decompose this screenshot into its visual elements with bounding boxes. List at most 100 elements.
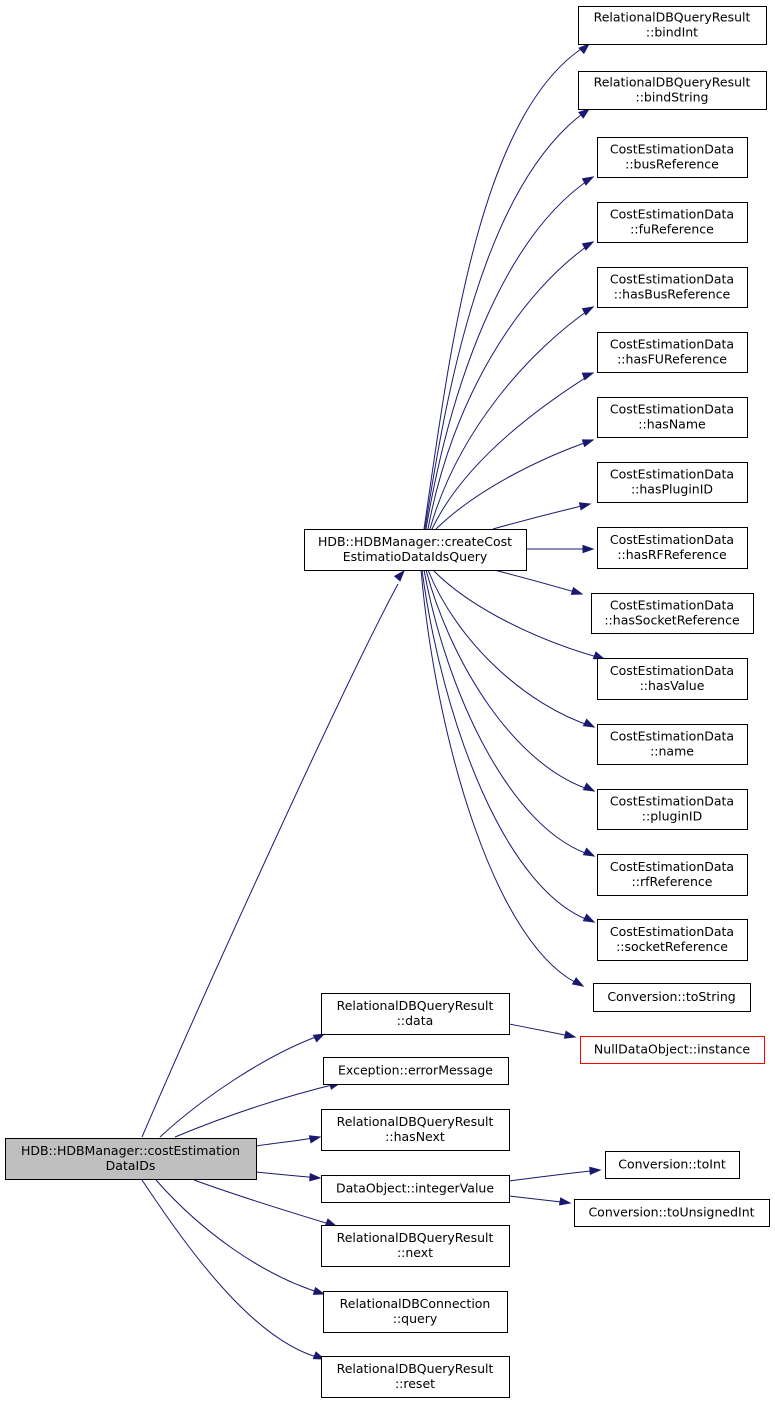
node-name[interactable]: CostEstimationData::name	[597, 724, 748, 765]
edge-create-to-socketReference	[421, 569, 596, 923]
node-label: ::bindString	[636, 90, 709, 105]
node-label: ::hasNext	[385, 1129, 445, 1144]
node-toUnsignedInt[interactable]: Conversion::toUnsignedInt	[574, 1199, 770, 1227]
arrow-head	[558, 1197, 572, 1206]
arrow-head	[578, 502, 592, 511]
node-data[interactable]: RelationalDBQueryResult::data	[321, 993, 510, 1035]
node-hasBusReference[interactable]: CostEstimationData::hasBusReference	[597, 267, 748, 308]
node-box	[574, 1199, 770, 1227]
edge-line	[492, 503, 591, 530]
arrow-head	[309, 1173, 322, 1182]
node-errorMessage[interactable]: Exception::errorMessage	[323, 1057, 509, 1085]
edge-line	[423, 569, 595, 857]
edge-line	[493, 569, 583, 595]
node-label: ::fuReference	[630, 222, 714, 237]
node-box	[593, 983, 751, 1012]
nodes-layer: HDB::HDBManager::costEstimationDataIDsHD…	[5, 6, 770, 1398]
node-box	[321, 1225, 510, 1267]
arrow-head	[578, 42, 591, 55]
node-label: CostEstimationData	[610, 207, 734, 222]
node-bindInt[interactable]: RelationalDBQueryResult::bindInt	[578, 6, 767, 45]
node-hasValue[interactable]: CostEstimationData::hasValue	[597, 658, 748, 700]
node-box	[597, 267, 748, 308]
node-pluginID[interactable]: CostEstimationData::pluginID	[597, 789, 748, 830]
node-box	[597, 202, 748, 243]
node-label: ::reset	[395, 1376, 435, 1391]
node-query[interactable]: RelationalDBConnection::query	[323, 1291, 508, 1333]
edge-line	[141, 583, 399, 1138]
node-hasPluginID[interactable]: CostEstimationData::hasPluginID	[597, 462, 748, 503]
node-label: ::data	[397, 1013, 434, 1028]
node-label: ::busReference	[625, 157, 719, 172]
edge-root-to-query	[155, 1179, 326, 1295]
edge-create-to-bindInt	[423, 42, 591, 530]
node-fuReference[interactable]: CostEstimationData::fuReference	[597, 202, 748, 243]
arrow-head	[581, 176, 595, 186]
edge-line	[427, 241, 594, 530]
node-hasName[interactable]: CostEstimationData::hasName	[597, 397, 748, 438]
arrow-head	[570, 586, 584, 595]
node-toInt[interactable]: Conversion::toInt	[605, 1151, 740, 1179]
node-box	[597, 332, 748, 373]
node-create[interactable]: HDB::HDBManager::createCostEstimatioData…	[304, 529, 527, 571]
node-busReference[interactable]: CostEstimationData::busReference	[597, 137, 748, 178]
node-box	[597, 919, 748, 961]
node-hasNext[interactable]: RelationalDBQueryResult::hasNext	[321, 1109, 510, 1151]
node-label: ::hasName	[638, 417, 706, 432]
arrow-head	[589, 1166, 602, 1175]
node-reset[interactable]: RelationalDBQueryResult::reset	[321, 1356, 510, 1398]
node-rfReference[interactable]: CostEstimationData::rfReference	[597, 854, 748, 896]
node-integerValue[interactable]: DataObject::integerValue	[321, 1175, 510, 1203]
node-bindString[interactable]: RelationalDBQueryResult::bindString	[578, 71, 767, 110]
node-label: CostEstimationData	[610, 794, 734, 809]
node-label: RelationalDBQueryResult	[337, 1361, 494, 1376]
edge-root-to-data	[159, 1033, 326, 1138]
node-next[interactable]: RelationalDBQueryResult::next	[321, 1225, 510, 1267]
node-box	[321, 1175, 510, 1203]
edge-data-to-nullInstance	[508, 1023, 577, 1039]
arrow-head	[324, 1218, 338, 1227]
arrow-head	[581, 372, 595, 381]
node-label: ::hasValue	[640, 678, 705, 693]
arrow-head	[582, 913, 596, 923]
node-box	[580, 1036, 765, 1064]
edge-root-to-create	[141, 569, 405, 1138]
node-box	[304, 529, 527, 571]
edge-line	[174, 1082, 341, 1138]
node-label: ::hasBusReference	[614, 287, 731, 302]
node-label: RelationalDBQueryResult	[337, 1230, 494, 1245]
edge-line	[427, 569, 595, 728]
node-hasSocketReference[interactable]: CostEstimationData::hasSocketReference	[591, 593, 754, 634]
node-label: ::pluginID	[642, 809, 702, 824]
node-label: CostEstimationData	[610, 598, 734, 613]
node-label: EstimatioDataIdsQuery	[343, 549, 488, 564]
edge-line	[425, 176, 594, 530]
edge-create-to-hasFUReference	[431, 372, 595, 530]
node-label: CostEstimationData	[610, 859, 734, 874]
edge-line	[508, 1169, 601, 1182]
arrow-head	[581, 306, 595, 316]
edge-line	[423, 43, 590, 530]
node-label: ::bindInt	[646, 25, 698, 40]
node-box	[321, 993, 510, 1035]
arrow-head	[563, 1030, 577, 1039]
node-box	[323, 1291, 508, 1333]
node-label: ::hasRFReference	[617, 547, 727, 562]
node-box	[321, 1356, 510, 1398]
node-hasFUReference[interactable]: CostEstimationData::hasFUReference	[597, 332, 748, 373]
node-box	[597, 527, 748, 569]
node-nullInstance[interactable]: NullDataObject::instance	[580, 1036, 765, 1064]
node-socketReference[interactable]: CostEstimationData::socketReference	[597, 919, 748, 961]
node-hasRFReference[interactable]: CostEstimationData::hasRFReference	[597, 527, 748, 569]
node-box	[578, 6, 767, 45]
edge-create-to-rfReference	[423, 569, 596, 857]
node-box	[5, 1138, 257, 1180]
node-label: RelationalDBConnection	[340, 1296, 491, 1311]
arrow-head	[582, 847, 596, 857]
node-label: HDB::HDBManager::costEstimation	[21, 1143, 240, 1158]
node-label: ::next	[397, 1245, 433, 1260]
edge-create-to-busReference	[425, 176, 595, 530]
node-toString[interactable]: Conversion::toString	[593, 983, 751, 1012]
node-box	[597, 137, 748, 178]
